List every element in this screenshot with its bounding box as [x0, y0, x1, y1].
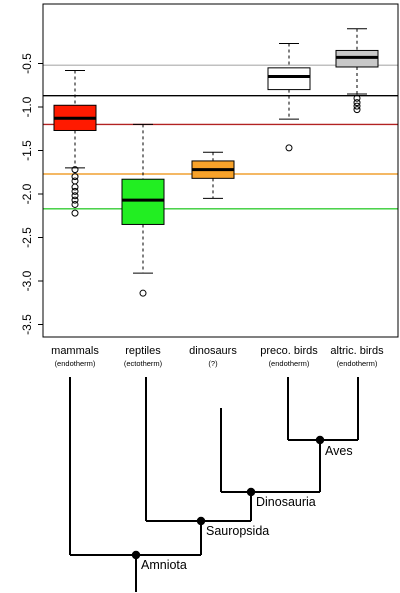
outlier-point	[71, 177, 79, 185]
outlier-point	[71, 196, 79, 204]
box-rect	[121, 178, 165, 225]
node-amniota	[131, 550, 141, 560]
outlier-point	[71, 166, 79, 174]
reference-lines	[43, 64, 398, 210]
y-tick-label-2: -1.5	[20, 140, 34, 161]
outlier-point	[353, 94, 361, 102]
x-sublabel-1: (ectotherm)	[124, 359, 163, 368]
clade-label-aves: Aves	[325, 444, 353, 458]
x-sublabel-2: (?)	[208, 359, 218, 368]
outlier-point	[353, 102, 361, 110]
y-tick-label-4: -2.5	[20, 227, 34, 248]
y-tick-label-6: -3.5	[20, 314, 34, 335]
clade-label-dinosauria: Dinosauria	[256, 495, 316, 509]
y-tick-label-0: -0.5	[20, 53, 34, 74]
clade-label-amniota: Amniota	[141, 558, 187, 572]
x-sublabel-0: (endotherm)	[55, 359, 96, 368]
node-aves	[315, 435, 325, 445]
box-2	[191, 151, 235, 199]
outlier-point	[353, 99, 361, 107]
boxplots	[53, 28, 379, 297]
outlier-point	[71, 173, 79, 181]
x-label-1: reptiles	[125, 345, 161, 357]
outlier-point	[71, 192, 79, 200]
y-tick-label-1: -1.0	[20, 96, 34, 117]
outlier-point	[71, 200, 79, 208]
x-label-2: dinosaurs	[189, 345, 237, 357]
x-sublabel-3: (endotherm)	[269, 359, 310, 368]
y-tick-label-3: -2.0	[20, 183, 34, 204]
outlier-point	[285, 144, 293, 152]
node-dinosauria	[246, 487, 256, 497]
box-3	[267, 42, 311, 152]
box-rect	[267, 67, 311, 91]
outlier-point	[139, 289, 147, 297]
plot-frame	[42, 3, 399, 338]
outlier-point	[71, 187, 79, 195]
x-label-4: altric. birds	[330, 345, 384, 357]
box-4	[335, 28, 379, 114]
y-tick-label-5: -3.0	[20, 270, 34, 291]
box-1	[121, 123, 165, 297]
x-sublabel-4: (endotherm)	[337, 359, 378, 368]
node-sauropsida	[196, 516, 206, 526]
x-label-0: mammals	[51, 345, 99, 357]
outlier-point	[353, 106, 361, 114]
clade-label-sauropsida: Sauropsida	[206, 524, 269, 538]
outlier-point	[71, 209, 79, 217]
x-axis-labels: mammals (endotherm) reptiles (ectotherm) din…	[51, 345, 384, 368]
y-axis: -0.5 -1.0 -1.5 -2.0 -2.5 -3.0 -3.5	[20, 53, 43, 335]
outlier-point	[71, 183, 79, 191]
x-label-3: preco. birds	[260, 345, 318, 357]
box-0	[53, 69, 97, 217]
